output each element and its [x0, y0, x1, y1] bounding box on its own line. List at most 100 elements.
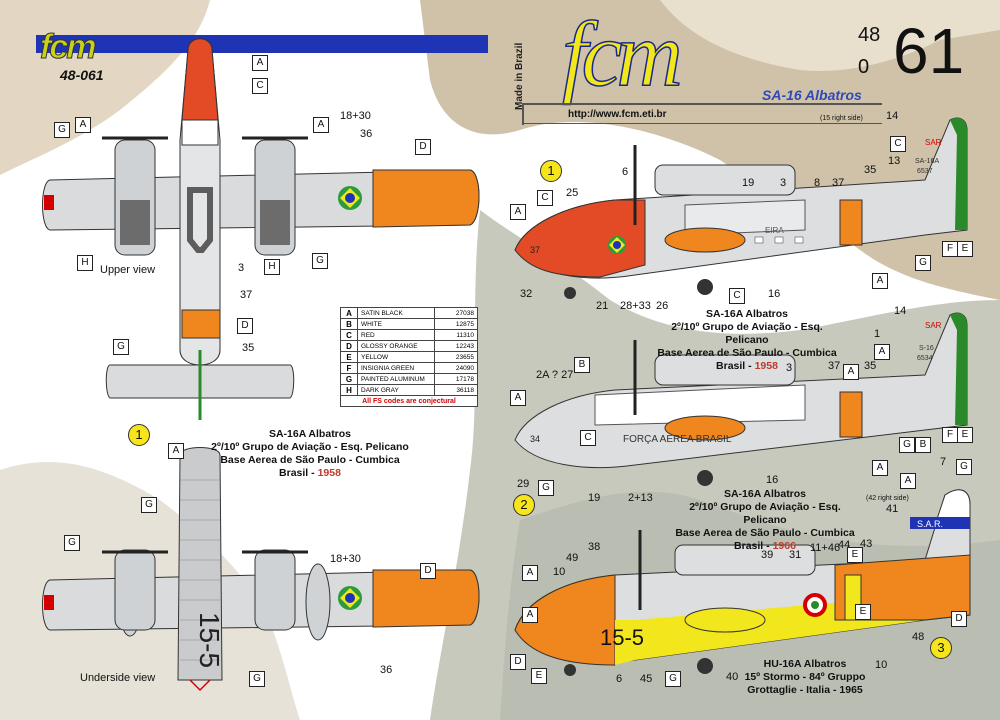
callout-number: 37 [832, 177, 845, 189]
callout-number: 16 [766, 474, 779, 486]
callout-box: G [312, 253, 328, 269]
callout-box: A [252, 55, 268, 71]
svg-text:SA-16A: SA-16A [915, 158, 939, 165]
callout-box: A [522, 565, 538, 581]
scheme-caption-3: HU-16A Albatros 15º Stormo - 84º Gruppo … [744, 658, 866, 696]
callout-box: E [847, 547, 863, 563]
callout-number: 11+46 [810, 542, 841, 554]
callout-box: B [915, 437, 931, 453]
header-blue-bar [36, 35, 488, 53]
callout-number: 19 [742, 177, 755, 189]
callout-box: A [75, 117, 91, 133]
upper-view-aircraft [42, 38, 480, 420]
scale-indicator: 48 0 [858, 24, 880, 78]
svg-text:S.A.R.: S.A.R. [917, 519, 943, 529]
callout-number: 16 [768, 288, 781, 300]
callout-number: 36 [380, 664, 393, 676]
callout-box: G [956, 459, 972, 475]
logo-bracket-bottom [522, 123, 882, 124]
upper-view-label: Upper view [100, 264, 156, 276]
callout-number: 40 [726, 671, 739, 683]
callout-number: 3 [786, 362, 793, 374]
callout-number: 35 [864, 360, 877, 372]
callout-box: D [510, 654, 526, 670]
callout-number: 6 [622, 166, 629, 178]
callout-box: G [899, 437, 915, 453]
scheme-badge-3: 3 [930, 637, 952, 659]
callout-number: 10 [875, 659, 888, 671]
brand-logo-large: fcm [561, 3, 683, 105]
callout-number: 8 [814, 177, 821, 189]
callout-number: 3 [238, 262, 245, 274]
callout-box: G [915, 255, 931, 271]
callout-number: 32 [520, 288, 533, 300]
callout-box: A [168, 443, 184, 459]
scheme-caption-2: SA-16A Albatros 2º/10º Grupo de Aviação … [675, 488, 855, 552]
logo-underline [522, 103, 882, 105]
callout-number: 31 [789, 549, 802, 561]
callout-number: 18+30 [340, 110, 371, 122]
callout-number: 48 [912, 631, 925, 643]
callout-number: 21 [596, 300, 609, 312]
callout-number: 25 [566, 187, 579, 199]
svg-text:EIRA: EIRA [765, 226, 784, 235]
scale-top: 48 [858, 24, 881, 46]
model-name: SA-16 Albatros [762, 87, 862, 103]
callout-box: G [54, 122, 70, 138]
callout-number: 41 [886, 503, 899, 515]
callout-box: A [510, 204, 526, 220]
callout-number: 2A ? 27 [536, 369, 574, 381]
svg-text:6537: 6537 [917, 168, 933, 175]
callout-box: C [252, 78, 268, 94]
callout-box: D [237, 318, 253, 334]
callout-box: A [900, 473, 916, 489]
scheme-badge-1-left: 1 [128, 424, 150, 446]
scheme-badge-1: 1 [540, 160, 562, 182]
callout-number: 37 [240, 289, 253, 301]
callout-box: G [113, 339, 129, 355]
svg-text:S-16: S-16 [919, 345, 934, 352]
scale-bottom: 0 [858, 56, 870, 78]
callout-box: G [665, 671, 681, 687]
callout-box: C [537, 190, 553, 206]
logo-bracket [522, 103, 524, 125]
callout-box: E [531, 668, 547, 684]
svg-text:FORÇA AEREA BRASIL: FORÇA AEREA BRASIL [623, 434, 732, 445]
callout-number: 45 [640, 673, 653, 685]
callout-number: 49 [566, 552, 579, 564]
callout-box: D [415, 139, 431, 155]
callout-box: H [77, 255, 93, 271]
brand-logo-small: fcm [39, 28, 96, 67]
callout-number: 35 [242, 342, 255, 354]
made-in-label: Made in Brazil [514, 42, 525, 110]
callout-box: A [522, 607, 538, 623]
product-code: 48-061 [60, 67, 104, 83]
callout-number: 3 [780, 177, 787, 189]
callout-number: 43 [860, 538, 873, 550]
callout-number: 14 [886, 110, 899, 122]
note-42-right: (42 right side) [866, 495, 909, 502]
callout-number: 2+13 [628, 492, 653, 504]
callout-box: A [313, 117, 329, 133]
callout-box: D [420, 563, 436, 579]
svg-text:SAR: SAR [925, 138, 942, 147]
callout-number: 19 [588, 492, 601, 504]
svg-text:34: 34 [530, 434, 540, 444]
callout-box: A [872, 460, 888, 476]
callout-box: H [264, 259, 280, 275]
callout-number: 39 [761, 549, 774, 561]
callout-box: E [855, 604, 871, 620]
callout-box: A [843, 364, 859, 380]
website-url: http://www.fcm.eti.br [568, 109, 667, 120]
svg-text:15-5: 15-5 [194, 612, 225, 668]
callout-box: A [872, 273, 888, 289]
callout-box: E [957, 427, 973, 443]
callout-box: C [580, 430, 596, 446]
